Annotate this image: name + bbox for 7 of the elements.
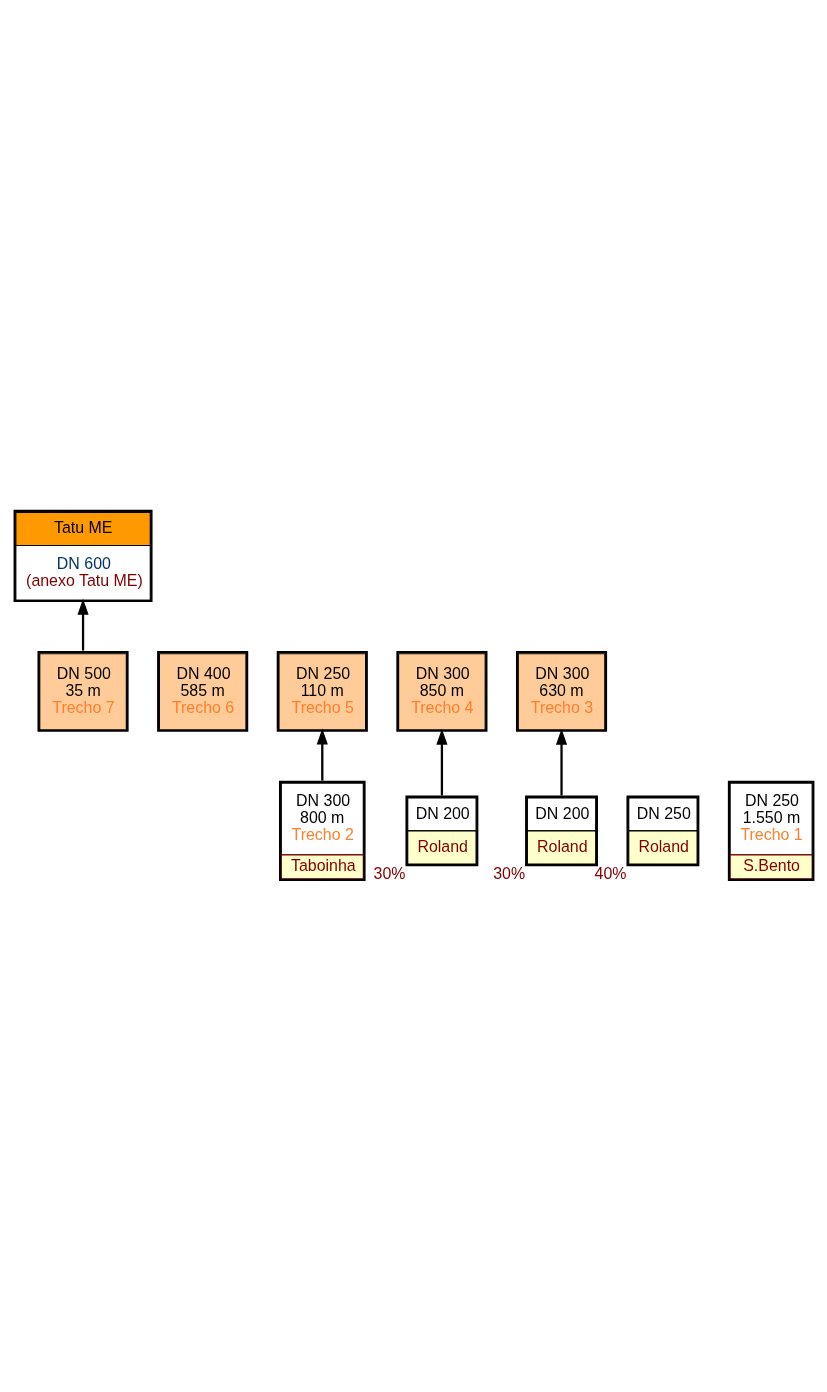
arrow bbox=[76, 598, 89, 651]
arrow bbox=[555, 728, 567, 795]
node-label: 40% bbox=[594, 864, 626, 882]
node-label: 30% bbox=[373, 864, 405, 882]
node-label: 30% bbox=[492, 864, 525, 882]
arrow bbox=[435, 728, 447, 795]
arrow bbox=[316, 727, 328, 781]
